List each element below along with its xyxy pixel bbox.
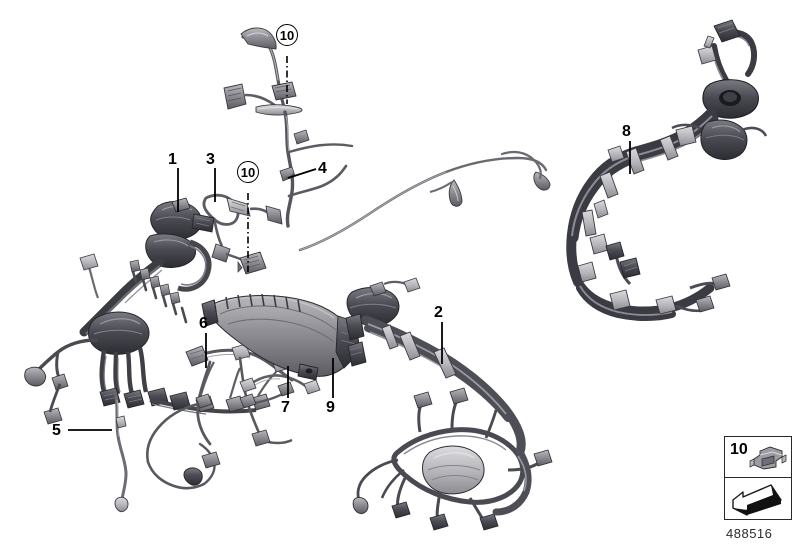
callout-label-1: 1 bbox=[168, 151, 177, 168]
callout-label-7: 7 bbox=[281, 399, 290, 416]
direction-arrow-icon bbox=[732, 484, 782, 516]
part-4-middle-branch-cable bbox=[298, 150, 551, 252]
part-9-cable-duct-channel bbox=[201, 293, 361, 381]
part-4-sensor-cable-upper bbox=[223, 27, 354, 228]
legend-cell-part: 10 bbox=[725, 437, 791, 478]
callout-label-5: 5 bbox=[52, 422, 61, 439]
callout-label-8: 8 bbox=[622, 123, 631, 140]
diagram-id-number: 488516 bbox=[726, 526, 773, 541]
part-8-battery-cable-harness bbox=[566, 19, 768, 321]
part-1-engine-wiring-harness-main bbox=[24, 197, 277, 425]
part-2-engine-wiring-harness-secondary bbox=[345, 277, 553, 531]
callout-label-6: 6 bbox=[199, 315, 208, 332]
legend-number: 10 bbox=[730, 441, 748, 458]
callout-label-9: 9 bbox=[326, 399, 335, 416]
part-5-ground-cable bbox=[114, 394, 129, 513]
harness-retaining-clip-icon bbox=[749, 446, 787, 470]
callout-leader-lines bbox=[68, 56, 631, 431]
part-10-retaining-clip-instance-a bbox=[237, 251, 267, 275]
part-6-auxiliary-wiring-loom bbox=[146, 343, 295, 490]
callout-label-3: 3 bbox=[206, 151, 215, 168]
legend-cell-arrow bbox=[725, 478, 791, 519]
callout-label-4: 4 bbox=[318, 160, 327, 177]
part-10-retaining-clip-instance-b bbox=[271, 81, 297, 101]
leader-4 bbox=[287, 168, 317, 179]
legend-box: 10 bbox=[724, 436, 792, 520]
callout-label-10-mid: 10 bbox=[237, 161, 259, 183]
callout-label-2: 2 bbox=[434, 304, 443, 321]
part-7-short-jumper-cable bbox=[239, 374, 321, 395]
callout-label-10-top: 10 bbox=[276, 24, 298, 46]
